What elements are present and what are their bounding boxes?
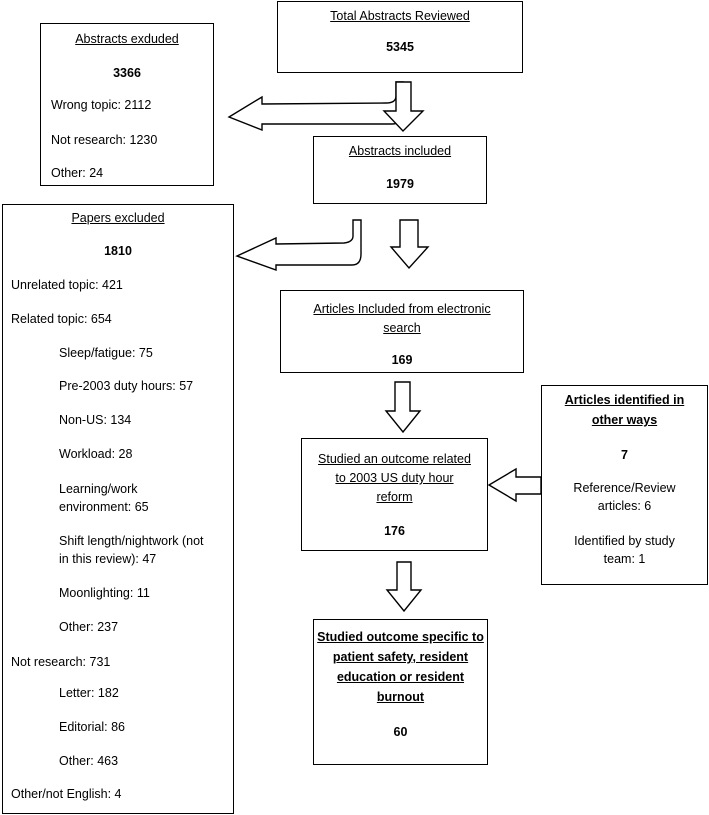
abstracts-included-count: 1979 [386,177,414,191]
electronic-title-line2: search [383,321,421,335]
electronic-title-line1: Articles Included from electronic [313,302,491,316]
studied-title-line1: Studied an outcome related [318,452,471,466]
related-topic: Related topic: 654 [11,312,112,326]
specific-title-line1: Studied outcome specific to [317,630,484,644]
studied-outcome-box [301,438,488,551]
arrow-to-abstracts-excluded [227,81,404,132]
total-count: 5345 [386,40,414,54]
electronic-search-box [280,290,524,373]
arrow-from-other-ways [487,467,542,503]
other-ways-title-line1: Articles identified in [564,393,685,407]
reference-line1: Reference/Review [573,481,676,495]
abstracts-included-box [313,136,487,204]
specific-title-line2: patient safety, resident [332,650,469,664]
related-item: Moonlighting: 11 [59,586,150,600]
reference-line2: articles: 6 [597,499,652,513]
not-english: Other/not English: 4 [11,787,122,801]
not-research-item: Editorial: 86 [59,720,126,734]
studied-count: 176 [384,524,405,538]
specific-outcome-box [313,619,488,765]
other-ways-title-line2: other ways [591,413,658,427]
total-abstracts-box [277,1,523,73]
unrelated-topic: Unrelated topic: 421 [11,278,123,292]
specific-title-line4: burnout [376,690,425,704]
other-ways-box [541,385,708,585]
abstracts-excluded-box [40,23,214,186]
abstracts-excluded-item: Not research: 1230 [51,133,158,147]
related-item: Pre-2003 duty hours: 57 [59,379,194,393]
arrow-to-abstracts-included [382,81,425,133]
study-team-line2: team: 1 [603,552,646,566]
abstracts-excluded-count: 3366 [113,66,141,80]
papers-excluded-box [2,204,234,814]
abstracts-excluded-title: Abstracts exduded [75,32,179,46]
specific-count: 60 [393,725,408,739]
arrow-to-electronic [389,219,430,270]
related-item: Shift length/nightwork (not [59,534,204,548]
studied-title-line2: to 2003 US duty hour [335,471,454,485]
study-team-line1: Identified by study [574,534,675,548]
specific-title-line3: education or resident [336,670,465,684]
other-ways-count: 7 [621,448,628,462]
papers-excluded-count: 1810 [104,244,132,258]
related-item: Other: 237 [59,620,119,634]
arrow-to-papers-excluded [235,219,362,271]
studied-title-line3: reform [376,490,413,504]
not-research: Not research: 731 [11,655,111,669]
papers-excluded-title: Papers excluded [71,211,165,225]
related-item: Sleep/fatigue: 75 [59,346,153,360]
not-research-item: Letter: 182 [59,686,119,700]
related-item: Non-US: 134 [59,413,132,427]
total-title: Total Abstracts Reviewed [330,9,470,23]
related-item: Workload: 28 [59,447,133,461]
not-research-item: Other: 463 [59,754,119,768]
abstracts-included-title: Abstracts included [348,144,452,158]
arrow-to-studied [384,381,422,434]
related-item: environment: 65 [59,500,149,514]
related-item: Learning/work [59,482,138,496]
arrow-to-specific [385,561,423,613]
abstracts-excluded-item: Wrong topic: 2112 [51,98,152,112]
related-item: in this review): 47 [59,552,157,566]
abstracts-excluded-item: Other: 24 [51,166,104,180]
electronic-count: 169 [391,353,413,367]
